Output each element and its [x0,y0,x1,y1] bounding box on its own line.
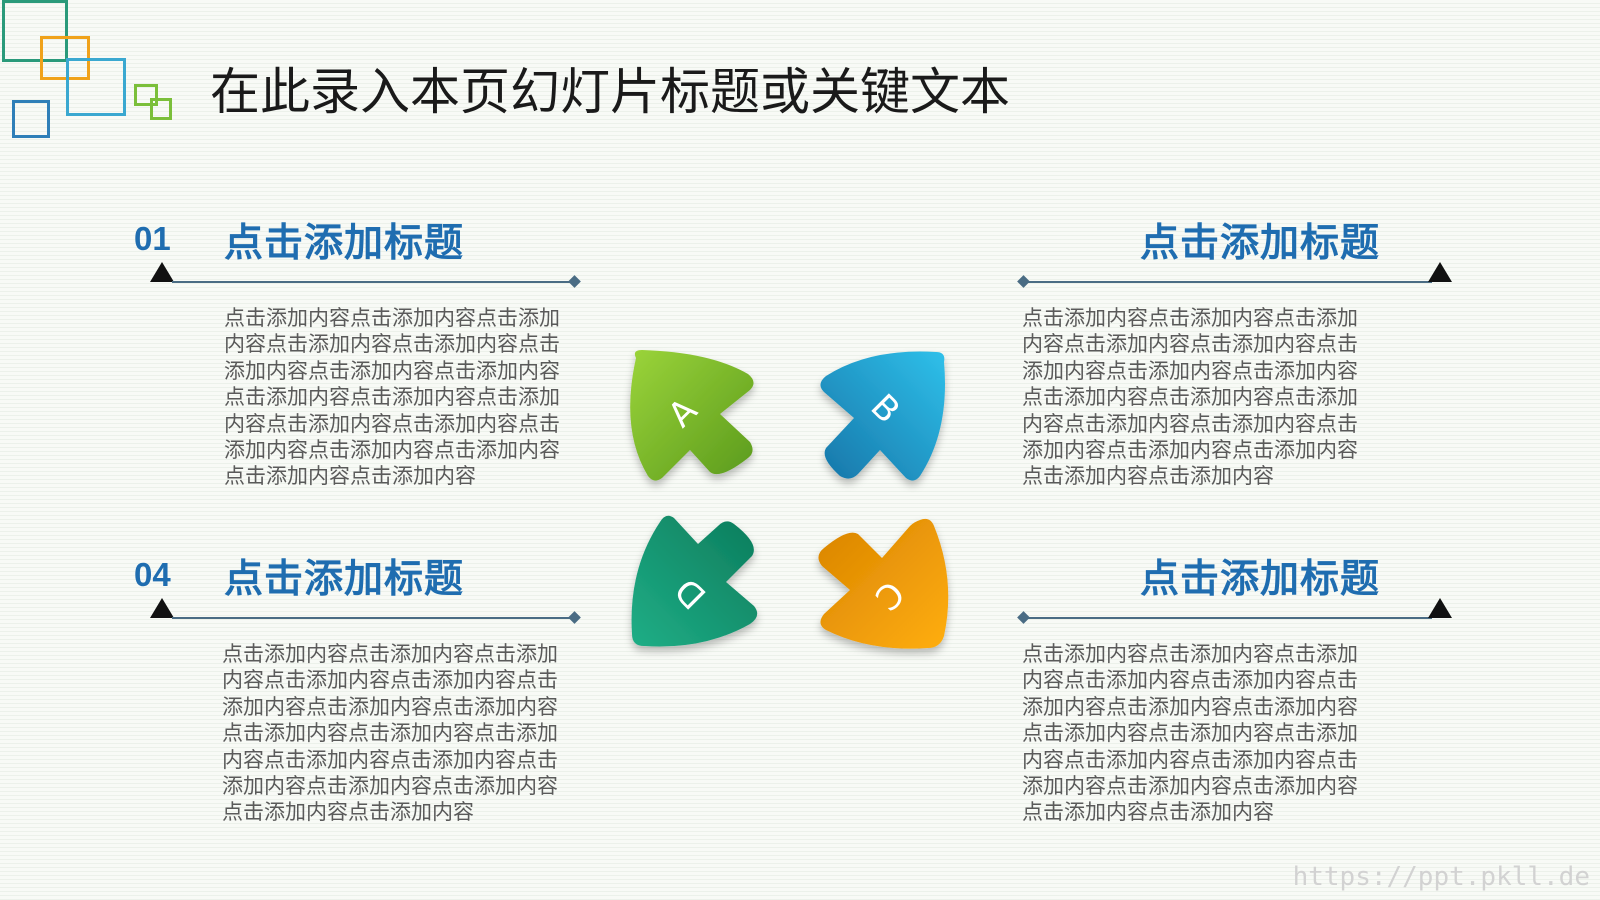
section-number: 04 [134,556,171,593]
section-title[interactable]: 点击添加标题 [1139,221,1380,266]
slide-title[interactable]: 在此录入本页幻灯片标题或关键文本 [210,63,1010,121]
section-body[interactable]: 点击添加内容点击添加内容点击添加内容点击添加内容点击添加内容点击添加内容点击添加… [222,642,558,825]
section-divider [172,281,574,283]
diamond-marker [568,611,581,624]
section-body[interactable]: 点击添加内容点击添加内容点击添加内容点击添加内容点击添加内容点击添加内容点击添加… [1022,642,1358,825]
petal-b[interactable] [820,351,945,481]
triangle-marker [1428,262,1452,282]
section-body[interactable]: 点击添加内容点击添加内容点击添加内容点击添加内容点击添加内容点击添加内容点击添加… [224,306,560,489]
triangle-marker [150,598,174,618]
petal-d[interactable] [631,515,758,647]
decor-square-green [134,84,158,106]
decor-square-teal [2,0,68,62]
section-title[interactable]: 点击添加标题 [224,557,465,602]
section-title[interactable]: 点击添加标题 [224,221,465,266]
petal-c[interactable] [818,518,949,649]
petal-diagram: A B D C [630,350,949,649]
decor-square-green-small [150,98,172,120]
section-number: 01 [134,220,171,257]
petal-a[interactable] [630,350,754,481]
section-divider [172,617,574,619]
section-divider [1024,617,1432,619]
triangle-marker [150,262,174,282]
triangle-marker [1428,598,1452,618]
footer-url: https://ppt.pkll.de [1292,862,1590,892]
section-body[interactable]: 点击添加内容点击添加内容点击添加内容点击添加内容点击添加内容点击添加内容点击添加… [1022,306,1358,489]
decor-square-blue [12,100,50,138]
diamond-marker [568,275,581,288]
section-title[interactable]: 点击添加标题 [1139,557,1380,602]
decor-square-lightblue [66,58,126,116]
section-divider [1024,281,1432,283]
